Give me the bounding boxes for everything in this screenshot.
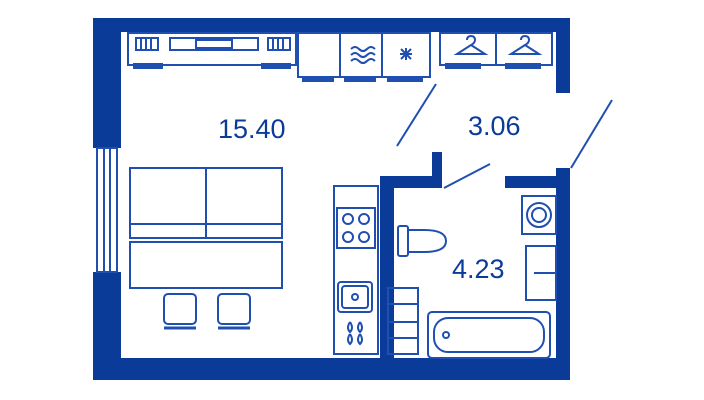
hanger-icon [453,34,489,55]
wall-bath-top-left [380,176,440,188]
cabinet-leg [133,63,163,69]
door-lines [396,83,613,189]
window-frame [96,147,118,273]
dining-table [129,241,283,289]
cabinet-leg [505,63,541,69]
bathroom-fixtures [387,195,557,359]
hanger-icon [507,34,543,55]
door-entrance-swing [570,99,613,169]
chair [163,293,197,330]
door-room-swing [396,83,437,147]
kitchen [333,185,379,355]
walls [93,18,570,380]
door-bath-swing [443,163,491,189]
wall-top [93,18,570,32]
living-furniture [129,167,283,330]
cabinet-leg [344,76,376,82]
washing-machine-icon [521,195,557,235]
wardrobe-cabinet [297,32,341,78]
washbasin-icon [525,245,557,301]
dishes-icon [347,321,363,346]
wall-bath-top-right [505,176,565,188]
wall-left-upper [93,18,121,148]
shelving-unit [387,287,419,355]
living-room-area: 15.40 [218,114,286,144]
snowflake-icon [400,48,412,60]
tv-icon [169,37,259,51]
tv-cabinet [127,32,297,66]
kitchen-counter [333,185,379,355]
cabinet-leg [302,76,334,82]
wall-bath-stub [432,152,442,188]
radiator-icon [267,37,291,51]
wall-bottom [93,358,570,380]
bathtub-icon [427,311,551,359]
waves-icon [350,46,376,64]
top-furniture [127,32,553,82]
radiator-icon [135,37,159,51]
toilet-icon [397,225,448,257]
sofa [129,167,283,239]
window [96,147,118,273]
chair [217,293,251,330]
stove-icon [336,207,376,249]
bathroom-area: 4.23 [452,254,505,284]
sink-icon [337,281,373,313]
cabinet-leg [261,63,291,69]
wall-right-lower [556,168,570,380]
hall-area: 3.06 [468,111,521,141]
wall-right-upper [556,18,570,93]
cabinet-leg [387,76,423,82]
cabinet-leg [445,63,481,69]
washer-dryer-cabinet [339,32,383,78]
wall-bath-left [380,176,394,366]
